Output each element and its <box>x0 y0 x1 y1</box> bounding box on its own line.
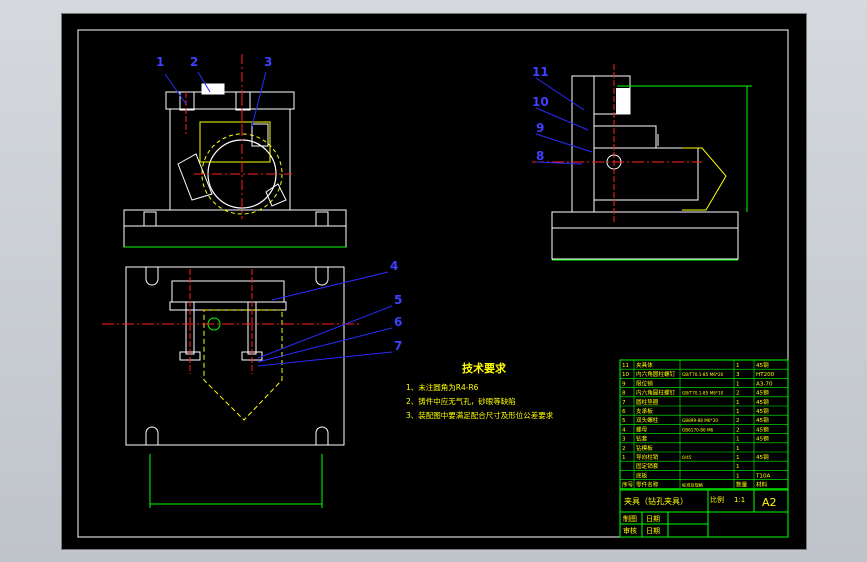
bom-cell: HT200 <box>756 372 775 378</box>
bom-cell: T10A <box>755 473 771 479</box>
scale-value: 1:1 <box>734 496 745 504</box>
balloon-5: 5 <box>394 293 402 307</box>
balloon-4: 4 <box>390 259 398 273</box>
bom-cell: 1 <box>736 446 740 452</box>
balloon-10: 10 <box>532 95 549 109</box>
bom-cell: 11 <box>622 363 630 369</box>
bom-cell: 45钢 <box>756 389 769 397</box>
bom-cell: 4 <box>622 427 626 433</box>
bom-cell: 1 <box>622 455 626 461</box>
bom-cell: 8 <box>622 391 626 397</box>
drawing-frame <box>77 29 789 538</box>
bom-cell: 1 <box>736 409 740 415</box>
balloon-1: 1 <box>156 55 164 69</box>
balloon-3: 3 <box>264 55 272 69</box>
bom-cell: 45钢 <box>756 453 769 461</box>
bom-cell: 9 <box>622 381 626 387</box>
balloon-11: 11 <box>532 65 549 79</box>
bom-cell: 6 <box>622 409 626 415</box>
balloon-9: 9 <box>536 121 544 135</box>
bom-cell: 45钢 <box>756 425 769 433</box>
bom-cell: 双头螺柱 <box>636 416 659 424</box>
fixture-body <box>169 108 291 211</box>
bom-cell: 45钢 <box>756 407 769 415</box>
front-view <box>123 54 347 248</box>
drawing-sheet: 1 2 3 4 5 6 7 8 9 10 11 技术要求 1、未注圆角为R4-R… <box>61 13 807 550</box>
bom-cell: 3 <box>736 372 740 378</box>
bom-header-cell: 序号 <box>622 481 634 489</box>
bom-cell: GB6170-86 M6 <box>682 427 714 432</box>
assembly-drawing: 1 2 3 4 5 6 7 8 9 10 11 技术要求 1、未注圆角为R4-R… <box>77 29 789 538</box>
bom-header-cell: 零件名称 <box>636 481 659 489</box>
bom-cell: 45钢 <box>756 361 769 369</box>
bom-header-cell: 数量 <box>736 481 748 489</box>
bom-cell: GB/T70.1-85 M6*10 <box>682 391 724 396</box>
side-base <box>551 211 739 260</box>
bom-cell: 2 <box>622 446 626 452</box>
title-block: 夹具（钻孔夹具） 比例 1:1 A2 制图 审核 日期 日期 <box>619 489 789 538</box>
bom-cell: 钻套 <box>636 435 648 443</box>
tech-item-3: 3、装配图中要满足配合尺寸及形位公差要求 <box>406 410 554 420</box>
bom-cell: 限位销 <box>636 379 653 387</box>
drawing-name: 夹具（钻孔夹具） <box>624 496 688 506</box>
base-plate <box>123 209 347 248</box>
bom-cell: 螺母 <box>636 425 648 433</box>
bom-cell: 1 <box>736 381 740 387</box>
bom-cell: 2 <box>736 418 740 424</box>
bom-cell: 3 <box>622 437 626 443</box>
sheet-size: A2 <box>762 496 777 509</box>
leaders <box>164 71 593 367</box>
row-label-1: 制图 <box>623 514 637 523</box>
bom-cell: 底板 <box>636 471 648 479</box>
bom-cell: 钻模板 <box>636 444 653 452</box>
bom-cell: 45钢 <box>756 435 769 443</box>
balloon-6: 6 <box>394 315 402 329</box>
bom-cell: 5 <box>622 418 626 424</box>
date-label-1: 日期 <box>646 515 660 523</box>
bom-header-cell: 标准及规格 <box>682 482 704 489</box>
bom-cell: 1 <box>736 464 740 470</box>
top-view <box>102 266 362 508</box>
tech-item-2: 2、铸件中应无气孔，砂眼等缺陷 <box>406 396 516 406</box>
bom-cell: 支承板 <box>636 407 653 415</box>
bom-cell: 10 <box>622 372 630 378</box>
scale-label: 比例 <box>710 495 724 504</box>
balloon-7: 7 <box>394 339 402 353</box>
bom-cell: 1 <box>736 437 740 443</box>
date-label-2: 日期 <box>646 527 660 535</box>
bom-cell: A3-70 <box>756 381 773 387</box>
bom-cell: 固定销套 <box>636 462 659 470</box>
base-outline <box>125 266 345 446</box>
bom-cell: 圆柱垫圈 <box>636 398 659 406</box>
bom-cell: 1 <box>736 400 740 406</box>
tech-title: 技术要求 <box>462 361 507 375</box>
tech-requirements: 技术要求 1、未注圆角为R4-R6 2、铸件中应无气孔，砂眼等缺陷 3、装配图中… <box>406 361 554 420</box>
tech-item-1: 1、未注圆角为R4-R6 <box>406 382 479 392</box>
balloon-2: 2 <box>190 55 198 69</box>
bom-header-cell: 材料 <box>756 481 768 489</box>
row-label-2: 审核 <box>623 526 637 535</box>
bom-cell: 2 <box>736 427 740 433</box>
bom-cell: 7 <box>622 400 626 406</box>
balloon-8: 8 <box>536 149 544 163</box>
bom-cell: 导向柱销 <box>636 453 659 461</box>
bom-cell: GB/T70.1-85 M6*20 <box>682 372 724 377</box>
bom-cell: GB899-88 M6*30 <box>682 418 718 423</box>
bom-cell: 1 <box>736 473 740 479</box>
side-view <box>532 64 752 261</box>
bom-cell: 1 <box>736 455 740 461</box>
bom-cell: 内六角圆柱螺钉 <box>636 370 676 378</box>
bom-cell: 45钢 <box>756 398 769 406</box>
bom-cell: 2 <box>736 391 740 397</box>
bom-cell: 1 <box>736 363 740 369</box>
bom-cell: 0/45 <box>682 455 692 460</box>
bom-cell: 内六角圆柱螺钉 <box>636 389 676 397</box>
bom-cell: 夹具体 <box>636 361 653 369</box>
bom-cell: 45钢 <box>756 416 769 424</box>
